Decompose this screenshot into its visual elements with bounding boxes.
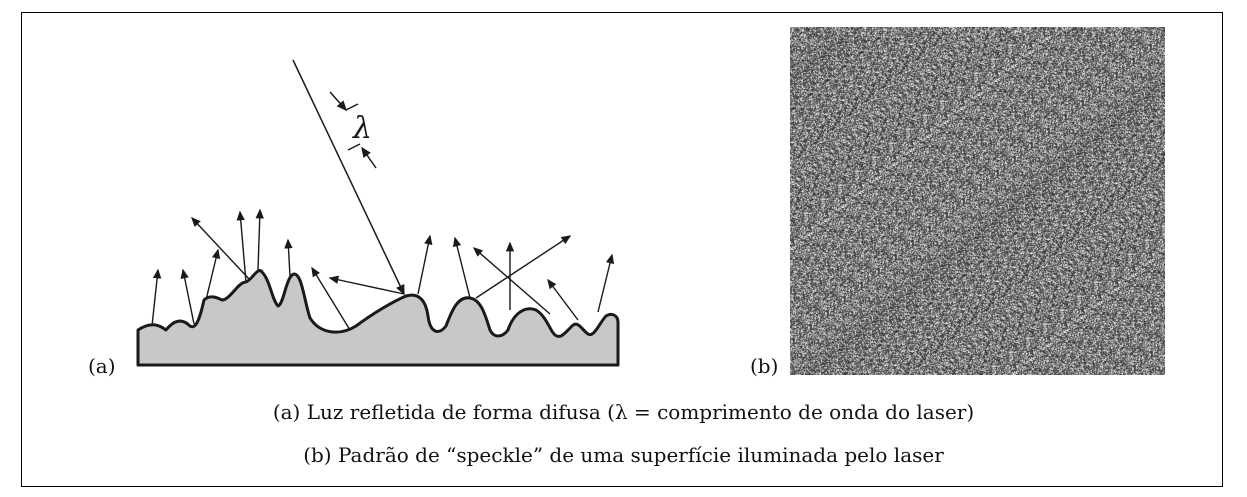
reflected-ray [191, 216, 251, 281]
reflected-ray [547, 278, 579, 321]
reflected-ray [205, 248, 221, 301]
lambda-symbol: λ [352, 111, 372, 146]
panel-b-label: (b) [750, 354, 779, 378]
incident-ray [292, 59, 405, 296]
caption-a: (a) Luz refletida de forma difusa (λ = c… [272, 400, 975, 424]
reflected-ray [151, 268, 162, 327]
diffuse-reflection-diagram: λ [136, 59, 620, 367]
speckle-pattern-image [790, 27, 1165, 375]
figure-frame [21, 12, 1223, 487]
reflected-ray [180, 268, 195, 325]
caption-b: (b) Padrão de “speckle” de uma superfíci… [303, 443, 944, 467]
reflected-ray [284, 238, 293, 277]
reflected-ray [236, 210, 247, 283]
reflected-rays [151, 208, 615, 331]
rough-surface [136, 269, 620, 367]
reflected-ray [417, 234, 433, 295]
reflected-ray [311, 266, 351, 331]
reflected-ray [475, 235, 572, 299]
reflected-ray [597, 253, 615, 313]
reflected-ray [255, 208, 264, 271]
panel-a-label: (a) [88, 354, 116, 378]
reflected-ray [472, 247, 551, 315]
wavelength-marker [329, 91, 377, 169]
reflected-ray [452, 236, 471, 299]
reflected-ray [328, 275, 405, 295]
